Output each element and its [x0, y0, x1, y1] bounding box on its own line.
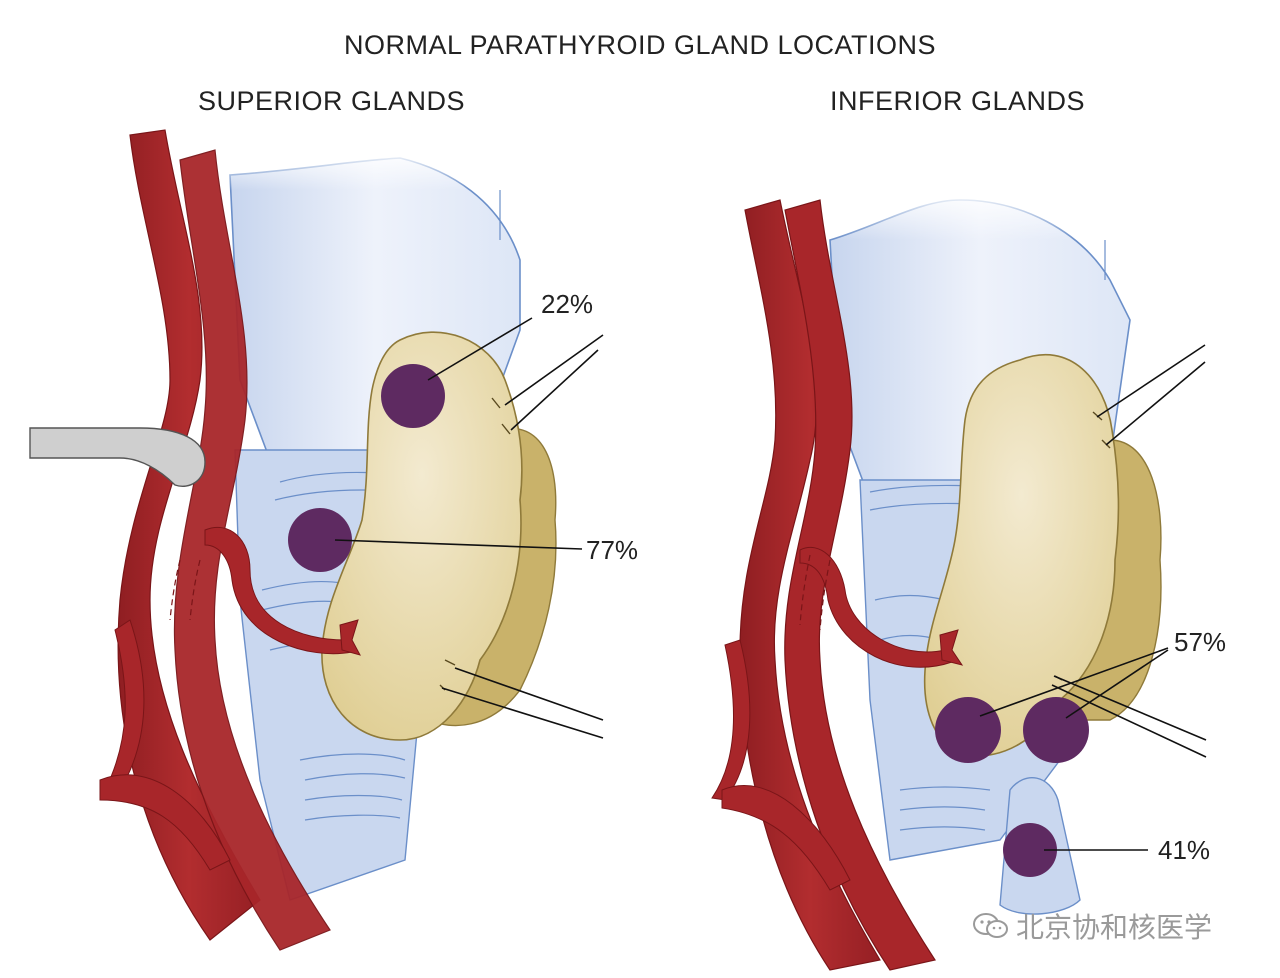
superior-glands-heading: SUPERIOR GLANDS — [198, 86, 466, 116]
carotid-artery — [739, 199, 881, 971]
watermark-text: 北京协和核医学 — [1016, 912, 1213, 943]
thyroid-lobe — [321, 331, 523, 741]
inferior-panel: 57% 41% — [711, 190, 1226, 971]
inferior-glands-heading: INFERIOR GLANDS — [830, 86, 1086, 116]
label-77-percent: 77% — [586, 535, 638, 565]
inferior-gland-41 — [1003, 823, 1057, 877]
figure-title: NORMAL PARATHYROID GLAND LOCATIONS — [343, 30, 937, 60]
vessel-loop — [29, 427, 206, 487]
carotid-artery-outer — [173, 149, 331, 951]
superior-gland-77 — [288, 508, 352, 572]
superior-gland-22 — [381, 364, 445, 428]
watermark: 北京协和核医学 — [972, 906, 1212, 946]
carotid-artery — [117, 129, 261, 941]
label-57-percent: 57% — [1174, 627, 1226, 657]
label-22-percent: 22% — [541, 289, 593, 319]
inferior-gland-57-b — [1023, 697, 1089, 763]
chat-bubble-icon — [973, 913, 1008, 938]
inferior-gland-57-a — [935, 697, 1001, 763]
superior-panel: 22% 77% — [29, 129, 638, 951]
label-41-percent: 41% — [1158, 835, 1210, 865]
